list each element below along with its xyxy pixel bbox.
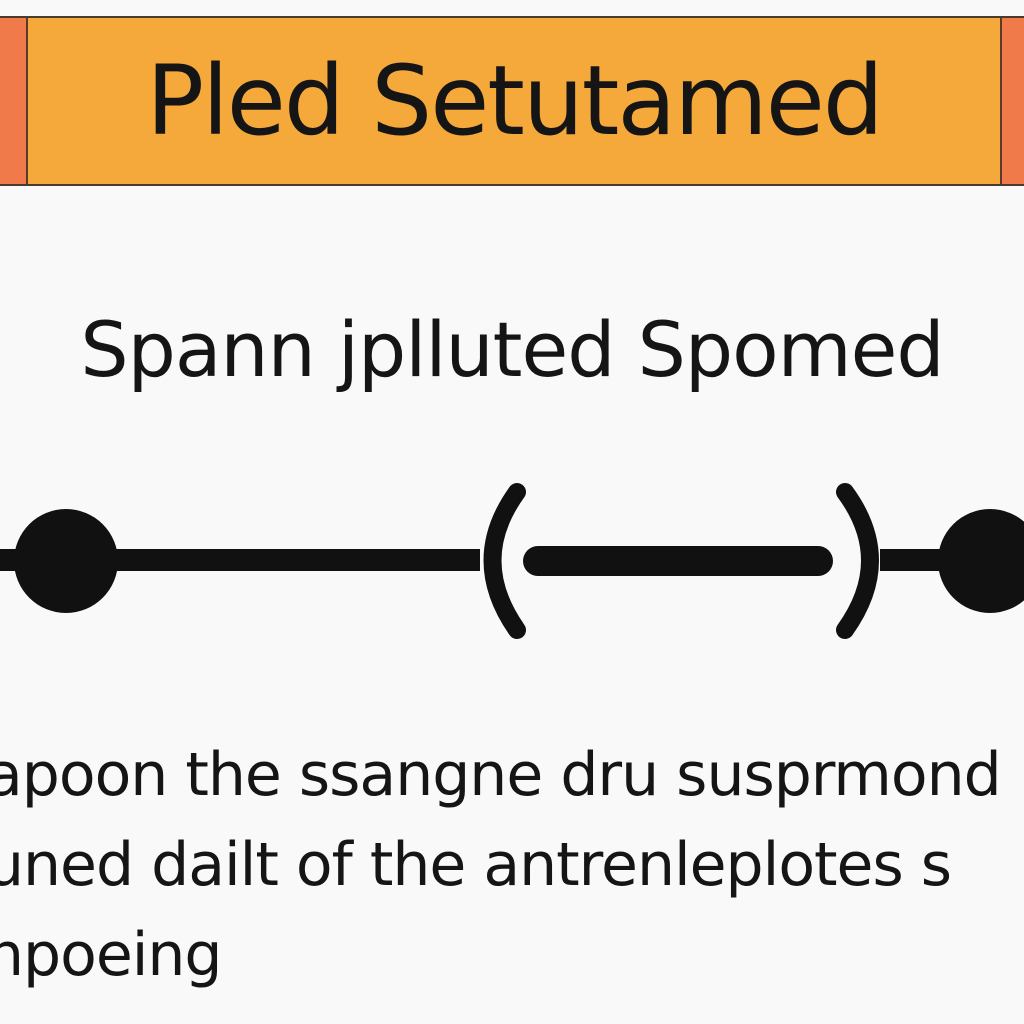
left-open-parenthesis <box>483 483 526 639</box>
banner-right-edge <box>1000 18 1024 184</box>
diagram-subtitle: Spann jplluted Spomed <box>80 305 944 394</box>
caption-text: apoon the ssangne dru susprmond uned dai… <box>0 730 1024 1000</box>
right-endpoint-dot <box>938 509 1024 613</box>
banner-title: Pled Setutamed <box>146 45 884 157</box>
interval-diagram <box>0 483 1024 639</box>
caption-line-3: npoeing <box>0 920 223 990</box>
caption-line-2: uned dailt of the antrenleplotes s <box>0 830 952 900</box>
title-banner: Pled Setutamed <box>0 16 1024 186</box>
top-margin <box>0 0 1024 16</box>
left-endpoint-dot <box>14 509 118 613</box>
right-close-parenthesis <box>836 483 879 639</box>
caption-line-1: apoon the ssangne dru susprmond <box>0 740 1002 810</box>
banner-left-edge <box>0 18 28 184</box>
